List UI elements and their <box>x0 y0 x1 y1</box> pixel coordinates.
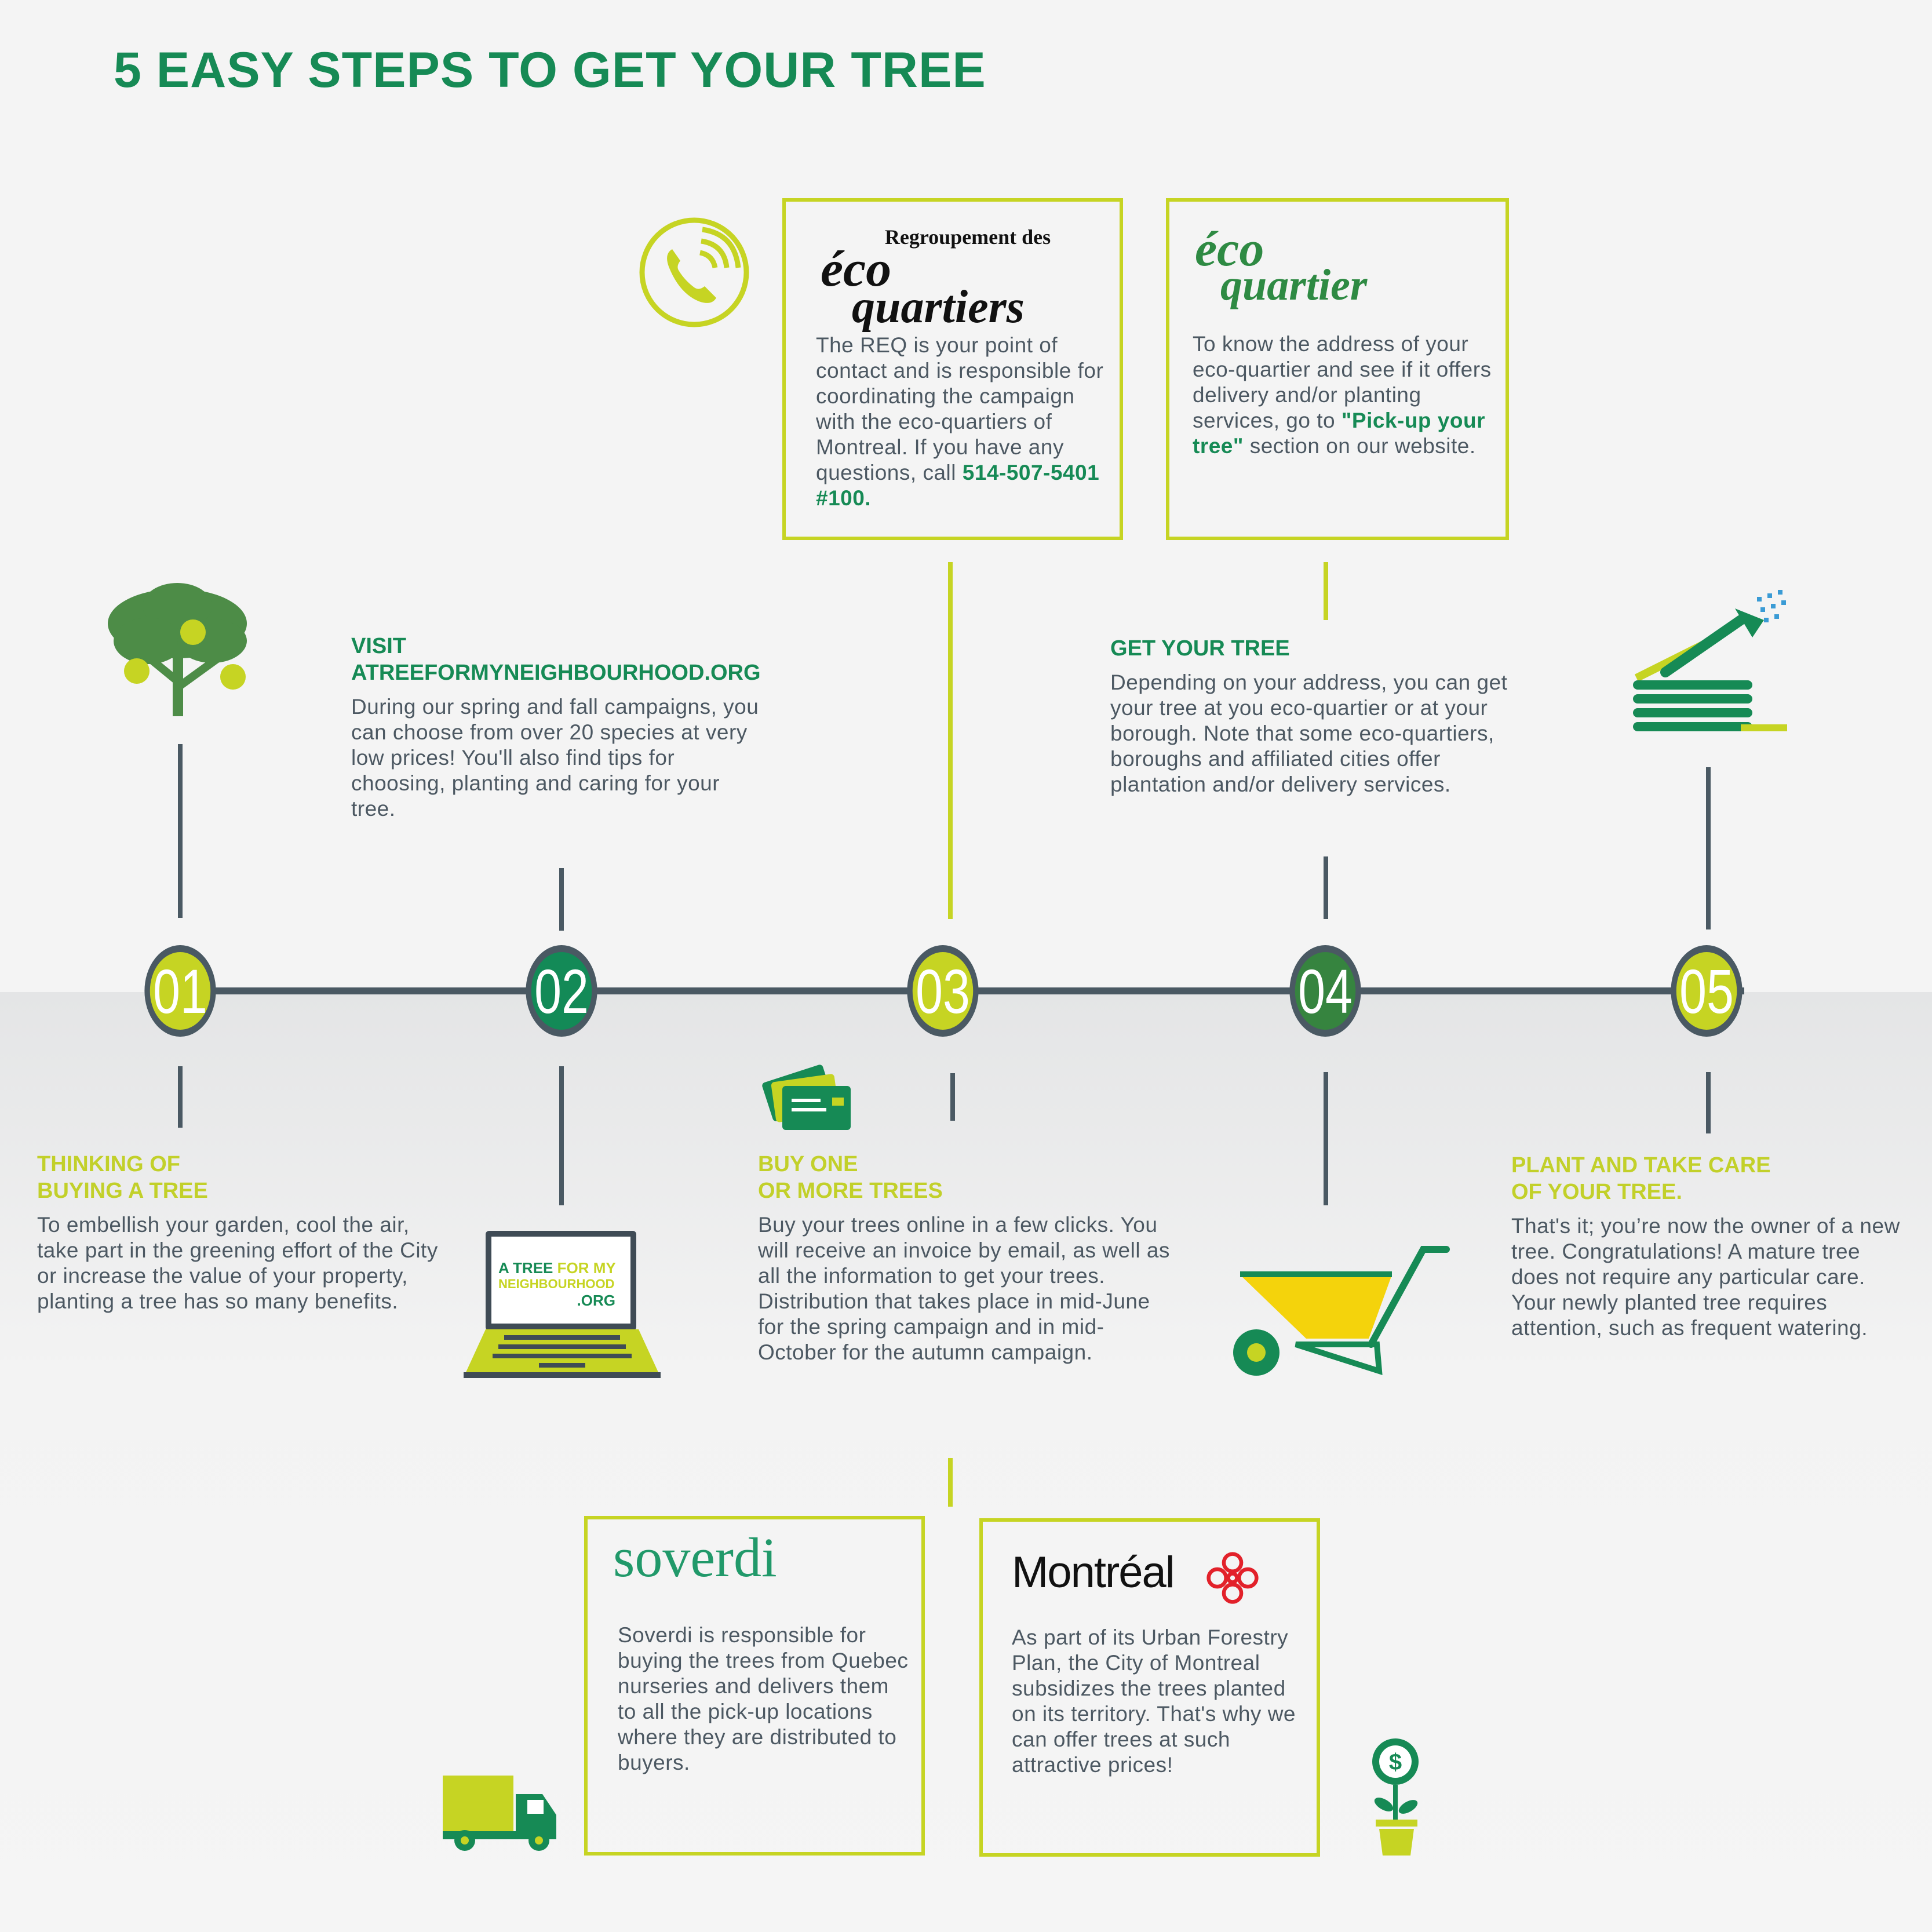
step-05-heading-line1: PLANT AND TAKE CARE <box>1511 1153 1771 1178</box>
ecoquartier-pickup-link[interactable]: "Pick-up your tree" <box>1193 409 1485 458</box>
step-05-heading-line2: OF YOUR TREE. <box>1511 1180 1682 1204</box>
phone-icon <box>639 217 749 327</box>
soverdi-logo: soverdi <box>613 1526 777 1588</box>
step-03-heading-line2: OR MORE TREES <box>758 1179 943 1203</box>
connector-04-partner <box>1324 562 1328 620</box>
step-01-badge: 01 <box>144 945 216 1037</box>
soverdi-partner-box: soverdi Soverdi is responsible for buyin… <box>584 1516 925 1856</box>
laptop-text-neighbourhood: NEIGHBOURHOOD <box>498 1277 615 1291</box>
step-02-heading: VISIT ATREEFORMYNEIGHBOURHOOD.ORG <box>351 633 768 686</box>
step-02-badge: 02 <box>526 945 597 1037</box>
step-02-body: During our spring and fall campaigns, yo… <box>351 695 759 821</box>
step-05-body: That's it; you’re now the owner of a new… <box>1511 1214 1900 1340</box>
step-05-badge: 05 <box>1671 945 1743 1037</box>
step-05-heading: PLANT AND TAKE CARE OF YOUR TREE. <box>1511 1152 1905 1205</box>
laptop-text-a-tree: A TREE <box>498 1259 553 1277</box>
ecoquartier-logo-quartier: quartier <box>1220 261 1368 309</box>
step-01-heading-line1: THINKING OF <box>37 1152 180 1176</box>
step-02-heading-line2[interactable]: ATREEFORMYNEIGHBOURHOOD.ORG <box>351 661 761 685</box>
step-03-badge: 03 <box>907 945 979 1037</box>
apple-tree-icon <box>108 583 247 716</box>
step-01-body: To embellish your garden, cool the air, … <box>37 1213 438 1313</box>
step-02-heading-line1: VISIT <box>351 634 407 658</box>
step-02-text: VISIT ATREEFORMYNEIGHBOURHOOD.ORG During… <box>351 633 768 822</box>
laptop-keyboard <box>464 1329 661 1378</box>
ecoquartier-body-after: section on our website. <box>1249 434 1476 458</box>
montreal-logo: Montréal <box>1012 1548 1175 1597</box>
connector-03-soverdi <box>948 1458 953 1507</box>
ecoquartier-body: To know the address of your eco-quartier… <box>1193 331 1500 459</box>
connector-03-bottom <box>950 1073 955 1121</box>
step-04-text: GET YOUR TREE Depending on your address,… <box>1110 635 1528 797</box>
laptop-text-for-my: FOR MY <box>557 1259 616 1277</box>
req-logo: Regroupement des éco quartiers <box>821 225 1107 333</box>
svg-text:$: $ <box>1389 1749 1402 1775</box>
step-03-body: Buy your trees online in a few clicks. Y… <box>758 1213 1170 1364</box>
step-04-body: Depending on your address, you can get y… <box>1110 670 1508 796</box>
montreal-partner-box: Montréal As part of its Urban Forestry P… <box>979 1518 1320 1857</box>
montreal-flower-icon <box>1206 1552 1259 1604</box>
step-05-text: PLANT AND TAKE CARE OF YOUR TREE. That's… <box>1511 1152 1905 1341</box>
step-04-badge: 04 <box>1289 945 1361 1037</box>
step-04-heading: GET YOUR TREE <box>1110 636 1290 661</box>
connector-01-bottom <box>178 1066 183 1128</box>
garden-hose-icon <box>1633 590 1787 731</box>
laptop-text-org: .ORG <box>577 1292 615 1309</box>
req-phone[interactable]: 514-507-5401 #100. <box>816 461 1100 510</box>
req-partner-box: Regroupement des éco quartiers The REQ i… <box>782 198 1123 540</box>
step-03-heading-line1: BUY ONE <box>758 1152 858 1176</box>
connector-05-top <box>1706 767 1711 929</box>
page-title: 5 EASY STEPS TO GET YOUR TREE <box>114 42 986 98</box>
money-plant-icon: $ <box>1372 1738 1419 1856</box>
soverdi-body: Soverdi is responsible for buying the tr… <box>618 1623 909 1774</box>
req-body-text: The REQ is your point of contact and is … <box>816 333 1104 484</box>
ecoquartier-logo: éco quartier <box>1195 221 1450 309</box>
req-logo-eco: éco <box>821 241 892 297</box>
connector-04-bottom <box>1324 1072 1328 1205</box>
laptop-icon: A TREE FOR MY NEIGHBOURHOOD .ORG <box>486 1231 636 1330</box>
ecoquartier-partner-box: éco quartier To know the address of your… <box>1166 198 1509 540</box>
truck-icon <box>443 1776 556 1851</box>
step-03-heading: BUY ONE OR MORE TREES <box>758 1151 1175 1204</box>
connector-04-top <box>1324 856 1328 919</box>
laptop-screen-text: A TREE FOR MY NEIGHBOURHOOD .ORG <box>498 1260 626 1308</box>
req-logo-top: Regroupement des <box>884 225 1051 249</box>
ecoquartier-body-before: To know the address of your eco-quartier… <box>1193 332 1492 432</box>
req-body: The REQ is your point of contact and is … <box>816 333 1117 511</box>
connector-05-bottom <box>1706 1072 1711 1133</box>
step-01-heading: THINKING OF BUYING A TREE <box>37 1151 454 1204</box>
credit-cards-icon <box>762 1065 851 1130</box>
connector-02-bottom <box>559 1066 564 1205</box>
connector-03-partner <box>948 562 953 919</box>
wheelbarrow-icon <box>1233 1246 1450 1376</box>
step-01-heading-line2: BUYING A TREE <box>37 1179 208 1203</box>
connector-02-top <box>559 868 564 931</box>
step-03-text: BUY ONE OR MORE TREES Buy your trees onl… <box>758 1151 1175 1365</box>
step-01-text: THINKING OF BUYING A TREE To embellish y… <box>37 1151 454 1314</box>
timeline-background-band <box>0 992 1932 1932</box>
montreal-body: As part of its Urban Forestry Plan, the … <box>1012 1625 1296 1777</box>
req-logo-quartiers: quartiers <box>852 282 1025 333</box>
connector-01-top <box>178 744 183 918</box>
ecoquartier-logo-eco: éco <box>1195 221 1264 276</box>
laptop-screen: A TREE FOR MY NEIGHBOURHOOD .ORG <box>491 1237 630 1324</box>
